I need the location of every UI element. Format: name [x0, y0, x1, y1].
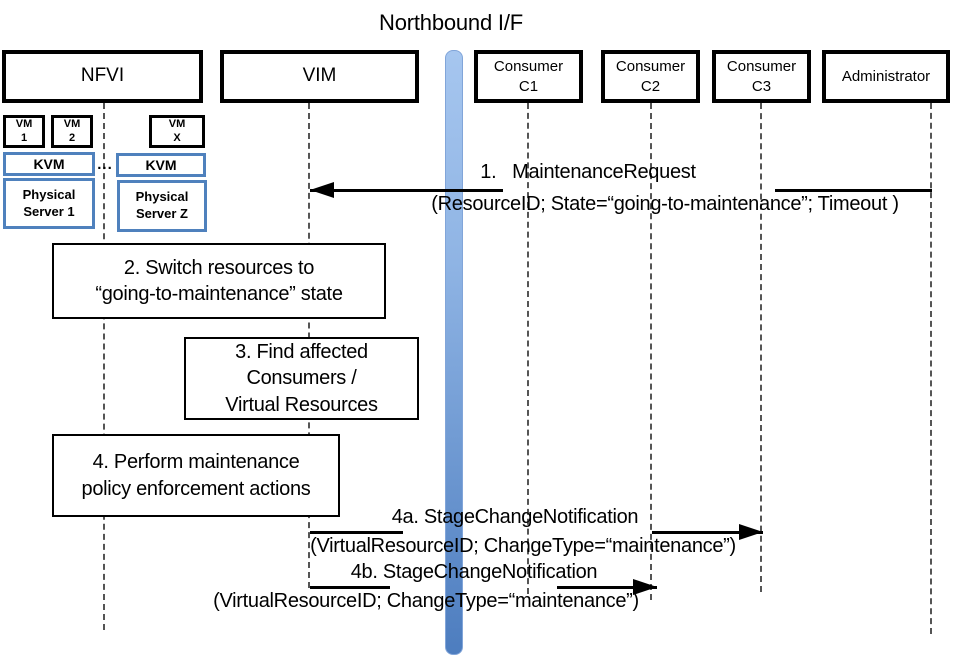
activity-4-line2: policy enforcement actions — [81, 477, 311, 500]
actor-label-vim: VIM — [302, 65, 337, 87]
kvm-left-box: KVM — [3, 152, 95, 176]
actor-box-consumer-c3: Consumer C3 — [712, 50, 811, 103]
message-4b-params: (VirtualResourceID; ChangeType=“maintena… — [213, 590, 639, 612]
message-1-name: 1. MaintenanceRequest — [480, 161, 696, 183]
message-1-line-right — [775, 189, 932, 192]
lifeline-consumer-c1 — [527, 103, 529, 594]
message-1-params: (ResourceID; State=“going-to-maintenance… — [431, 193, 899, 215]
activity-box-4-perform-maintenance: 4. Perform maintenance policy enforcemen… — [52, 434, 340, 517]
vmx-label-line2: X — [173, 131, 181, 144]
activity-box-2-switch-resources: 2. Switch resources to “going-to-mainten… — [52, 243, 386, 319]
physical-server-1-line2: Server 1 — [23, 203, 75, 219]
physical-server-1-box: Physical Server 1 — [3, 178, 95, 229]
activity-2-line1: 2. Switch resources to — [123, 256, 315, 279]
kvm-right-box: KVM — [116, 153, 206, 177]
message-1-arrowhead-icon — [310, 182, 334, 198]
actor-label-consumer-c1-line2: C1 — [518, 77, 539, 95]
activity-box-3-find-affected: 3. Find affected Consumers / Virtual Res… — [184, 337, 419, 420]
actor-label-consumer-c3-line1: Consumer — [726, 58, 797, 75]
activity-3-line1: 3. Find affected — [235, 340, 368, 363]
kvm-right-label: KVM — [145, 157, 177, 173]
message-4b-name: 4b. StageChangeNotification — [350, 561, 598, 583]
activity-4-line1: 4. Perform maintenance — [92, 451, 300, 474]
message-4a-line-right — [652, 531, 763, 534]
vm1-label-line1: VM — [15, 117, 33, 130]
northbound-if-bar — [445, 50, 463, 655]
actor-box-administrator: Administrator — [822, 50, 950, 103]
vm1-box: VM 1 — [3, 115, 45, 148]
actor-label-consumer-c3-line2: C3 — [751, 77, 772, 95]
message-1-line-left — [310, 189, 503, 192]
vm1-label-line2: 1 — [20, 131, 28, 144]
vm2-label-line1: VM — [63, 117, 81, 130]
physical-server-1-line1: Physical — [22, 186, 76, 202]
vm2-label-line2: 2 — [68, 131, 76, 144]
vm2-box: VM 2 — [51, 115, 93, 148]
physical-server-z-line1: Physical — [135, 189, 189, 205]
message-4a-name: 4a. StageChangeNotification — [391, 506, 639, 528]
message-4a-line-left — [310, 531, 403, 534]
actor-label-consumer-c2-line1: Consumer — [615, 58, 686, 75]
actor-label-consumer-c1-line1: Consumer — [493, 58, 564, 75]
message-4b-arrowhead-icon — [633, 579, 657, 595]
message-4b-line-right — [557, 586, 657, 589]
lifeline-consumer-c2 — [650, 103, 652, 600]
actor-label-nfvi: NFVI — [80, 65, 125, 87]
lifeline-administrator — [930, 103, 932, 634]
lifeline-consumer-c3 — [760, 103, 762, 592]
physical-server-z-box: Physical Server Z — [117, 180, 207, 232]
message-4a-params: (VirtualResourceID; ChangeType=“maintena… — [310, 535, 736, 557]
actor-box-consumer-c2: Consumer C2 — [601, 50, 700, 103]
northbound-if-title: Northbound I/F — [379, 10, 523, 35]
physical-server-z-line2: Server Z — [135, 206, 189, 221]
lifeline-nfvi — [103, 103, 105, 630]
vmx-box: VM X — [149, 115, 205, 148]
actor-label-consumer-c2-line2: C2 — [640, 77, 661, 95]
activity-3-line3: Virtual Resources — [225, 393, 378, 416]
ellipsis-label: ... — [97, 156, 113, 173]
actor-box-vim: VIM — [220, 50, 419, 103]
kvm-left-label: KVM — [33, 156, 65, 172]
message-4b-line-left — [310, 586, 390, 589]
activity-3-line2: Consumers / — [246, 367, 357, 390]
activity-2-line2: “going-to-maintenance” state — [95, 283, 343, 305]
actor-box-nfvi: NFVI — [2, 50, 203, 103]
actor-label-administrator: Administrator — [841, 67, 931, 85]
message-4a-arrowhead-icon — [739, 524, 763, 540]
actor-box-consumer-c1: Consumer C1 — [474, 50, 583, 103]
vmx-label-line1: VM — [168, 117, 186, 130]
